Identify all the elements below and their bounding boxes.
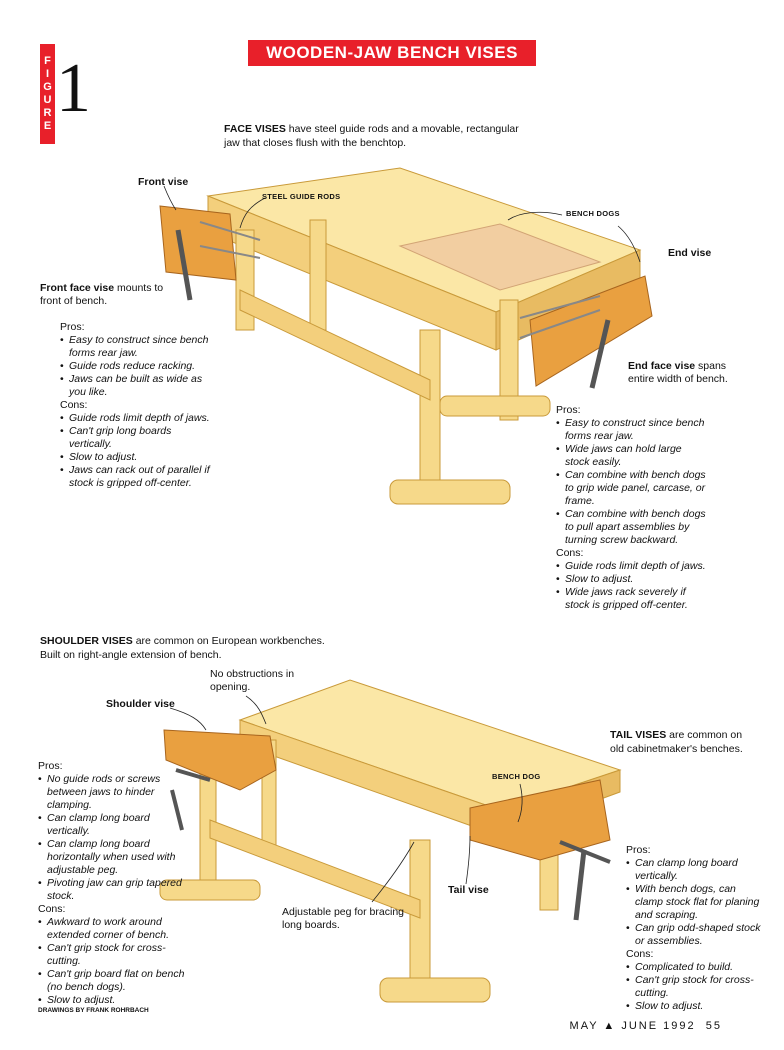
shoulder-pro: Can clamp long board horizontally when u… xyxy=(38,838,188,877)
tail-con: Slow to adjust. xyxy=(626,1000,766,1013)
shoulder-pro: Pivoting jaw can grip tapered stock. xyxy=(38,877,188,903)
end-face-con: Wide jaws rack severely if stock is grip… xyxy=(556,586,706,612)
end-face-pro: Wide jaws can hold large stock easily. xyxy=(556,443,706,469)
page-footer: MAY ▲ JUNE 1992 55 xyxy=(570,1020,722,1032)
label-front-vise: Front vise xyxy=(138,176,189,188)
label-tail-vise: Tail vise xyxy=(448,884,489,896)
front-face-con: Jaws can rack out of parallel if stock i… xyxy=(60,464,210,490)
end-face-con: Guide rods limit depth of jaws. xyxy=(556,560,706,573)
shoulder-con: Awkward to work around extended corner o… xyxy=(38,916,188,942)
face-vises-heading: FACE VISES xyxy=(224,123,286,135)
shoulder-vises-description: are common on European workbenches. Buil… xyxy=(40,635,325,661)
tail-pros-heading: Pros: xyxy=(626,844,651,856)
label-adjustable-peg: Adjustable peg for bracing long boards. xyxy=(282,906,404,931)
front-face-vise-description: mounts to front of bench. xyxy=(40,282,164,307)
end-face-pro: Easy to construct since bench forms rear… xyxy=(556,417,706,443)
shoulder-con: Can't grip board flat on bench (no bench… xyxy=(38,968,188,994)
end-face-vise-heading: End face vise xyxy=(628,360,696,372)
end-face-con: Slow to adjust. xyxy=(556,573,706,586)
illustration-credit: DRAWINGS BY FRANK ROHRBACH xyxy=(38,1007,149,1014)
tail-pro: Can clamp long board vertically. xyxy=(626,857,766,883)
front-face-pro: Guide rods reduce racking. xyxy=(60,360,210,373)
shoulder-con: Slow to adjust. xyxy=(38,994,188,1007)
shoulder-cons-heading: Cons: xyxy=(38,903,66,915)
end-face-pros-cons: Pros: Easy to construct since bench form… xyxy=(556,404,706,612)
tail-vises-description: are common on old cabinetmaker's benches… xyxy=(610,729,743,755)
figure-number: 1 xyxy=(56,50,91,127)
tail-con: Can't grip stock for cross-cutting. xyxy=(626,974,766,1000)
shoulder-tail-vise-bench-drawing xyxy=(159,679,622,1003)
figure-word: FIGURE xyxy=(41,55,54,133)
front-face-pros-heading: Pros: xyxy=(60,321,85,333)
front-face-pro: Easy to construct since bench forms rear… xyxy=(60,334,210,360)
front-face-con: Guide rods limit depth of jaws. xyxy=(60,412,210,425)
front-face-pros-cons: Pros: Easy to construct since bench form… xyxy=(60,321,210,490)
label-shoulder-vise: Shoulder vise xyxy=(106,698,175,710)
shoulder-pros-heading: Pros: xyxy=(38,760,63,772)
shoulder-pros-cons: Pros: No guide rods or screws between ja… xyxy=(38,760,188,1007)
tail-pro: Can grip odd-shaped stock or assemblies. xyxy=(626,922,766,948)
front-face-con: Slow to adjust. xyxy=(60,451,210,464)
shoulder-pro: Can clamp long board vertically. xyxy=(38,812,188,838)
label-bench-dog: BENCH DOG xyxy=(492,772,541,781)
tail-cons-heading: Cons: xyxy=(626,948,654,960)
label-end-vise: End vise xyxy=(668,247,712,259)
end-face-pro: Can combine with bench dogs to pull apar… xyxy=(556,508,706,547)
front-face-pro: Jaws can be built as wide as you like. xyxy=(60,373,210,399)
tail-vises-heading: TAIL VISES xyxy=(610,729,667,741)
face-vise-bench-drawing xyxy=(159,167,653,505)
tail-vises-intro: TAIL VISES are common on old cabinetmake… xyxy=(610,728,750,756)
tail-con: Complicated to build. xyxy=(626,961,766,974)
end-face-pros-heading: Pros: xyxy=(556,404,581,416)
shoulder-vises-intro: SHOULDER VISES are common on European wo… xyxy=(40,634,330,662)
figure-label-strip: FIGURE xyxy=(40,44,55,144)
shoulder-con: Can't grip stock for cross-cutting. xyxy=(38,942,188,968)
label-no-obstructions: No obstructions in opening. xyxy=(210,668,295,693)
face-vises-intro: FACE VISES have steel guide rods and a m… xyxy=(224,122,524,150)
page-number: 55 xyxy=(705,1020,722,1032)
end-face-vise-description: spans entire width of bench. xyxy=(628,360,728,385)
tail-pro: With bench dogs, can clamp stock flat fo… xyxy=(626,883,766,922)
issue-date: MAY ▲ JUNE 1992 xyxy=(569,1020,696,1032)
page-title: WOODEN-JAW BENCH VISES xyxy=(248,40,536,66)
label-bench-dogs: BENCH DOGS xyxy=(566,209,620,218)
front-face-cons-heading: Cons: xyxy=(60,399,88,411)
tail-pros-cons: Pros: Can clamp long board vertically. W… xyxy=(626,844,766,1013)
front-face-con: Can't grip long boards vertically. xyxy=(60,425,210,451)
face-vises-description: have steel guide rods and a movable, rec… xyxy=(224,123,519,149)
shoulder-vises-heading: SHOULDER VISES xyxy=(40,635,133,647)
label-steel-guide-rods: STEEL GUIDE RODS xyxy=(262,192,341,201)
end-face-cons-heading: Cons: xyxy=(556,547,584,559)
front-face-vise-heading: Front face vise xyxy=(40,282,115,294)
shoulder-pro: No guide rods or screws between jaws to … xyxy=(38,773,188,812)
end-face-vise-summary: End face vise spans entire width of benc… xyxy=(628,360,752,386)
end-face-pro: Can combine with bench dogs to grip wide… xyxy=(556,469,706,508)
front-face-vise-summary: Front face vise mounts to front of bench… xyxy=(40,282,170,308)
